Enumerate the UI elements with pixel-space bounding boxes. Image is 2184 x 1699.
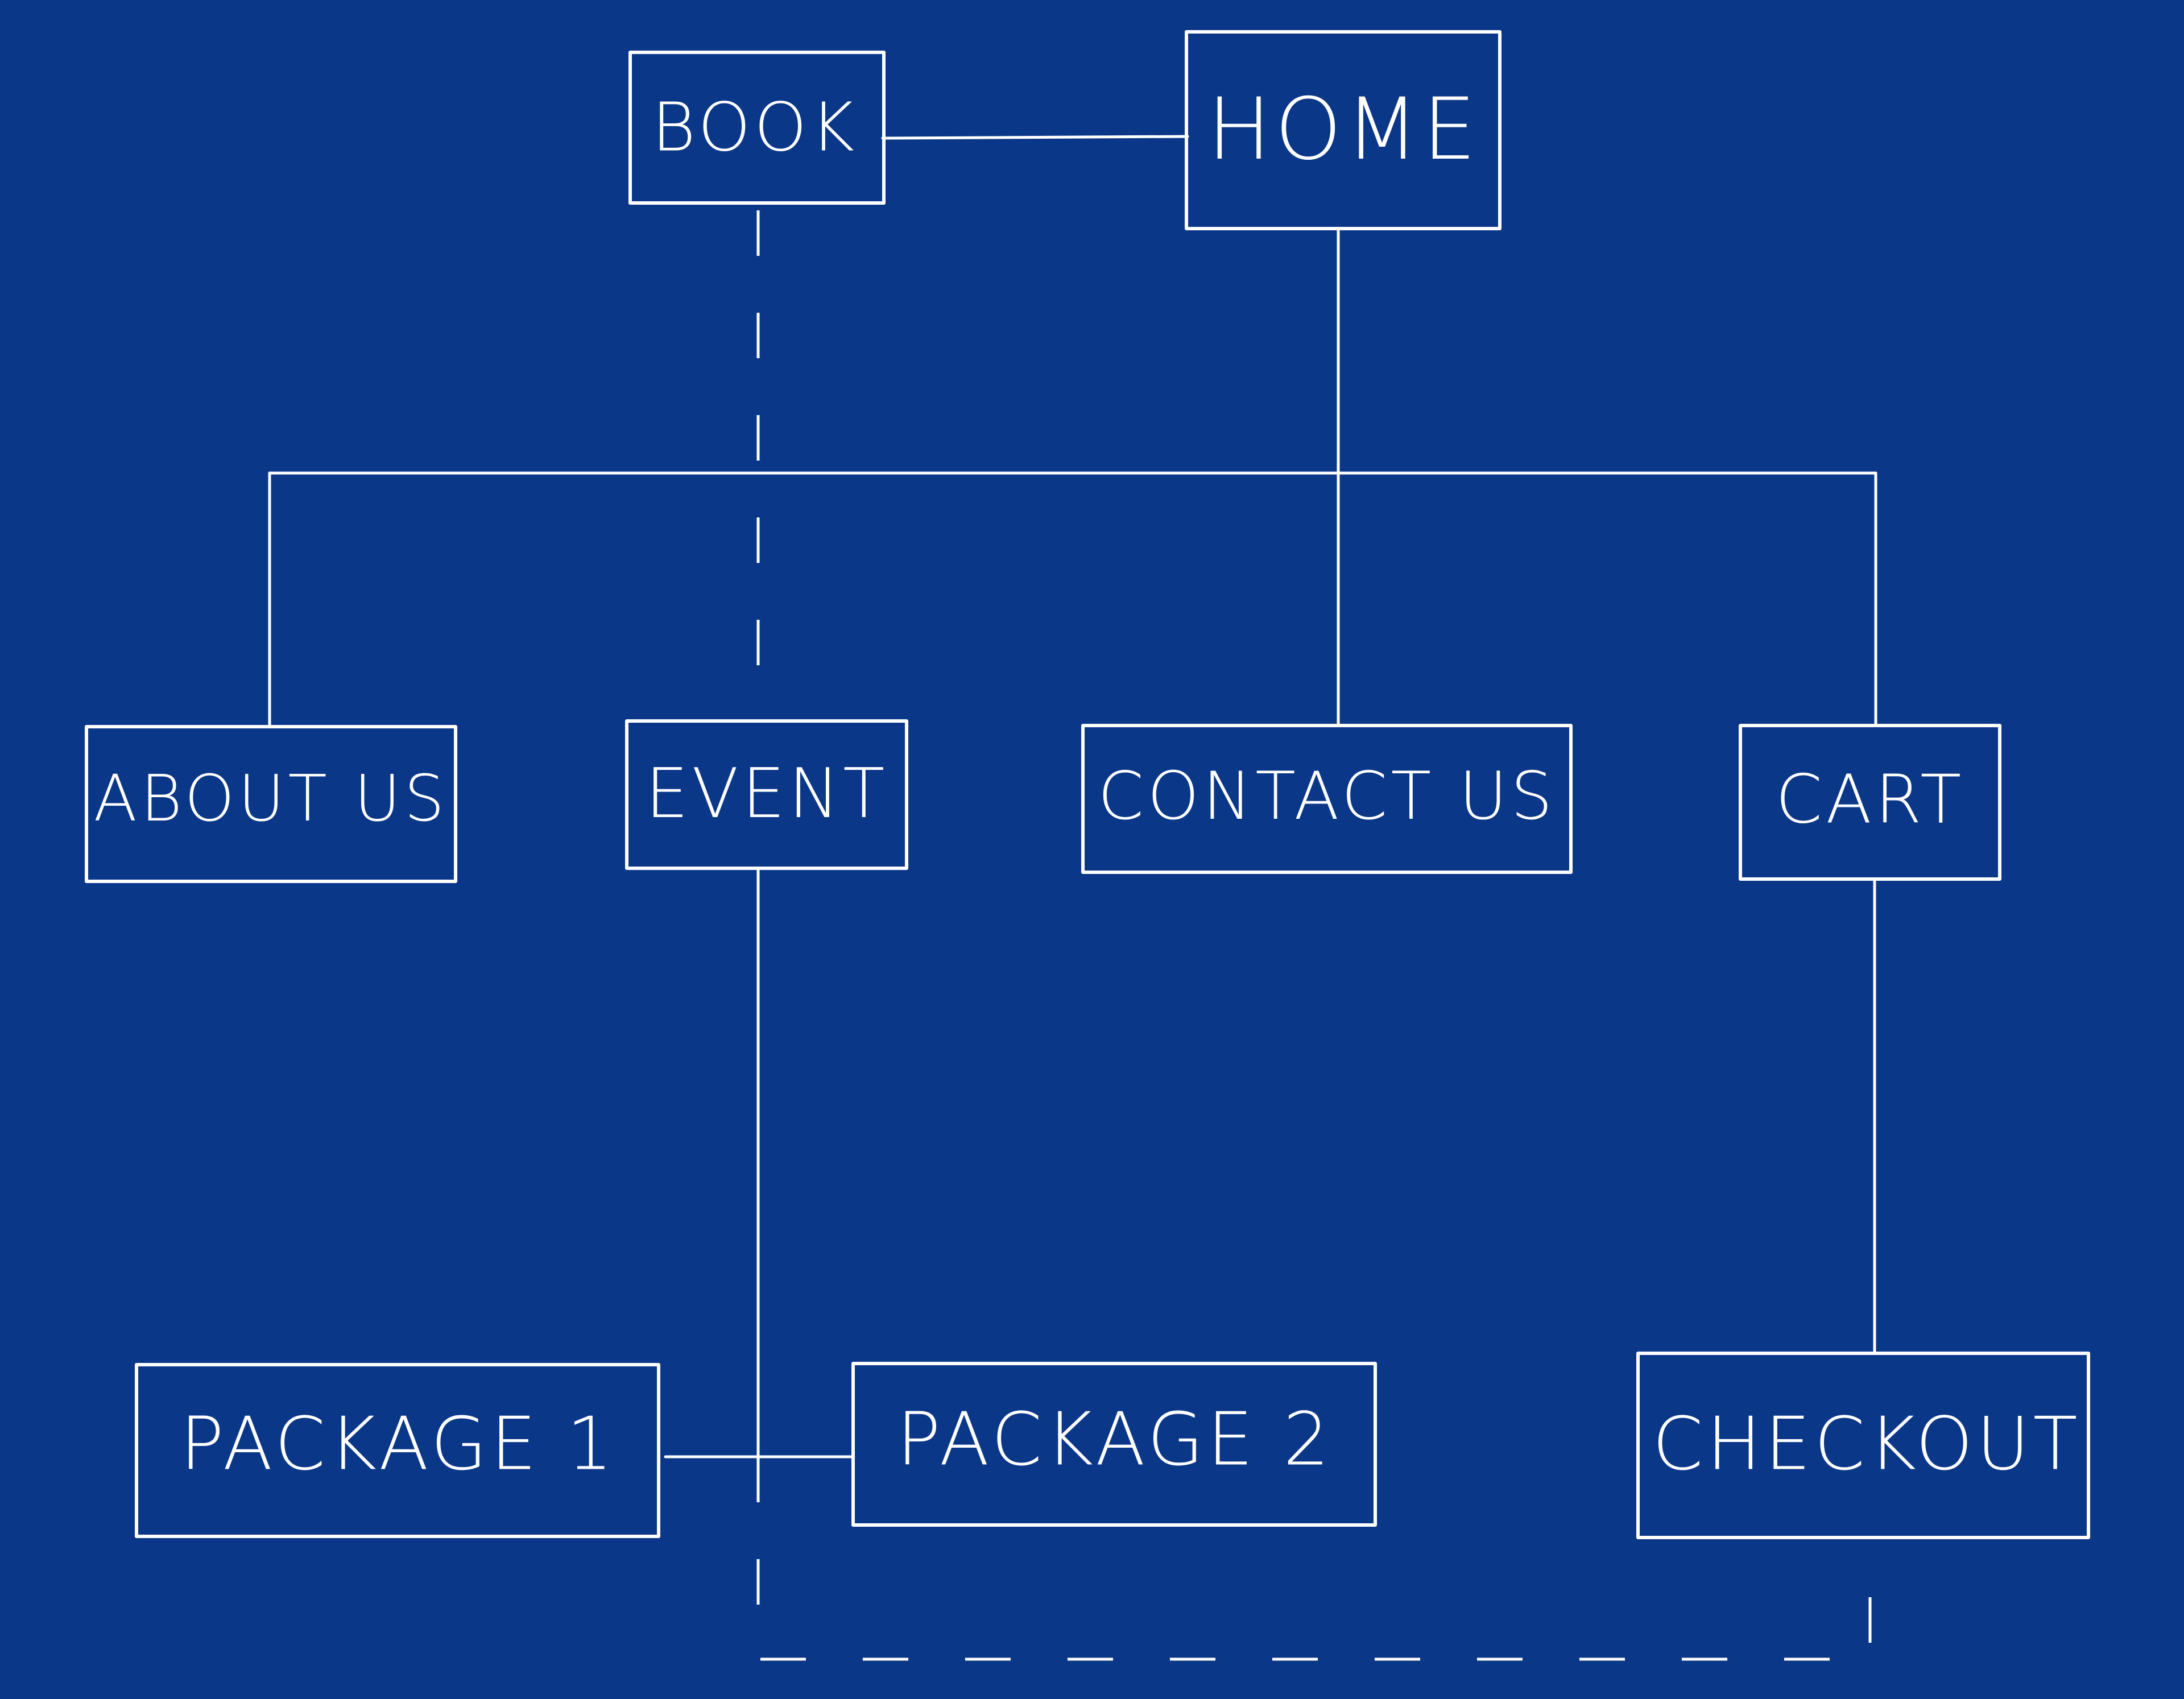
node-event-label: EVENT	[646, 755, 888, 834]
node-home-label: HOME	[1207, 80, 1479, 179]
node-package-1-label: PACKAGE 1	[180, 1402, 617, 1486]
node-book-label: BOOK	[652, 88, 858, 166]
node-contact-us[interactable]: CONTACT US	[1081, 724, 1573, 874]
node-about-us-label: ABOUT US	[93, 762, 448, 836]
node-contact-us-label: CONTACT US	[1098, 758, 1556, 835]
edge-event-checkout-dashed	[756, 1457, 1872, 1661]
node-checkout[interactable]: CHECKOUT	[1636, 1352, 2090, 1539]
node-event[interactable]: EVENT	[625, 719, 908, 870]
node-cart[interactable]: CART	[1739, 724, 2001, 881]
connectors	[268, 135, 1877, 1661]
node-book[interactable]: BOOK	[628, 51, 886, 205]
node-package-2-label: PACKAGE 2	[897, 1397, 1333, 1482]
node-checkout-label: CHECKOUT	[1652, 1402, 2080, 1486]
node-home[interactable]: HOME	[1185, 30, 1502, 230]
edge-book-home	[881, 135, 1189, 140]
node-cart-label: CART	[1776, 760, 1965, 838]
node-package-1[interactable]: PACKAGE 1	[135, 1363, 660, 1538]
node-package-2[interactable]: PACKAGE 2	[851, 1362, 1377, 1527]
node-about-us[interactable]: ABOUT US	[85, 725, 457, 883]
